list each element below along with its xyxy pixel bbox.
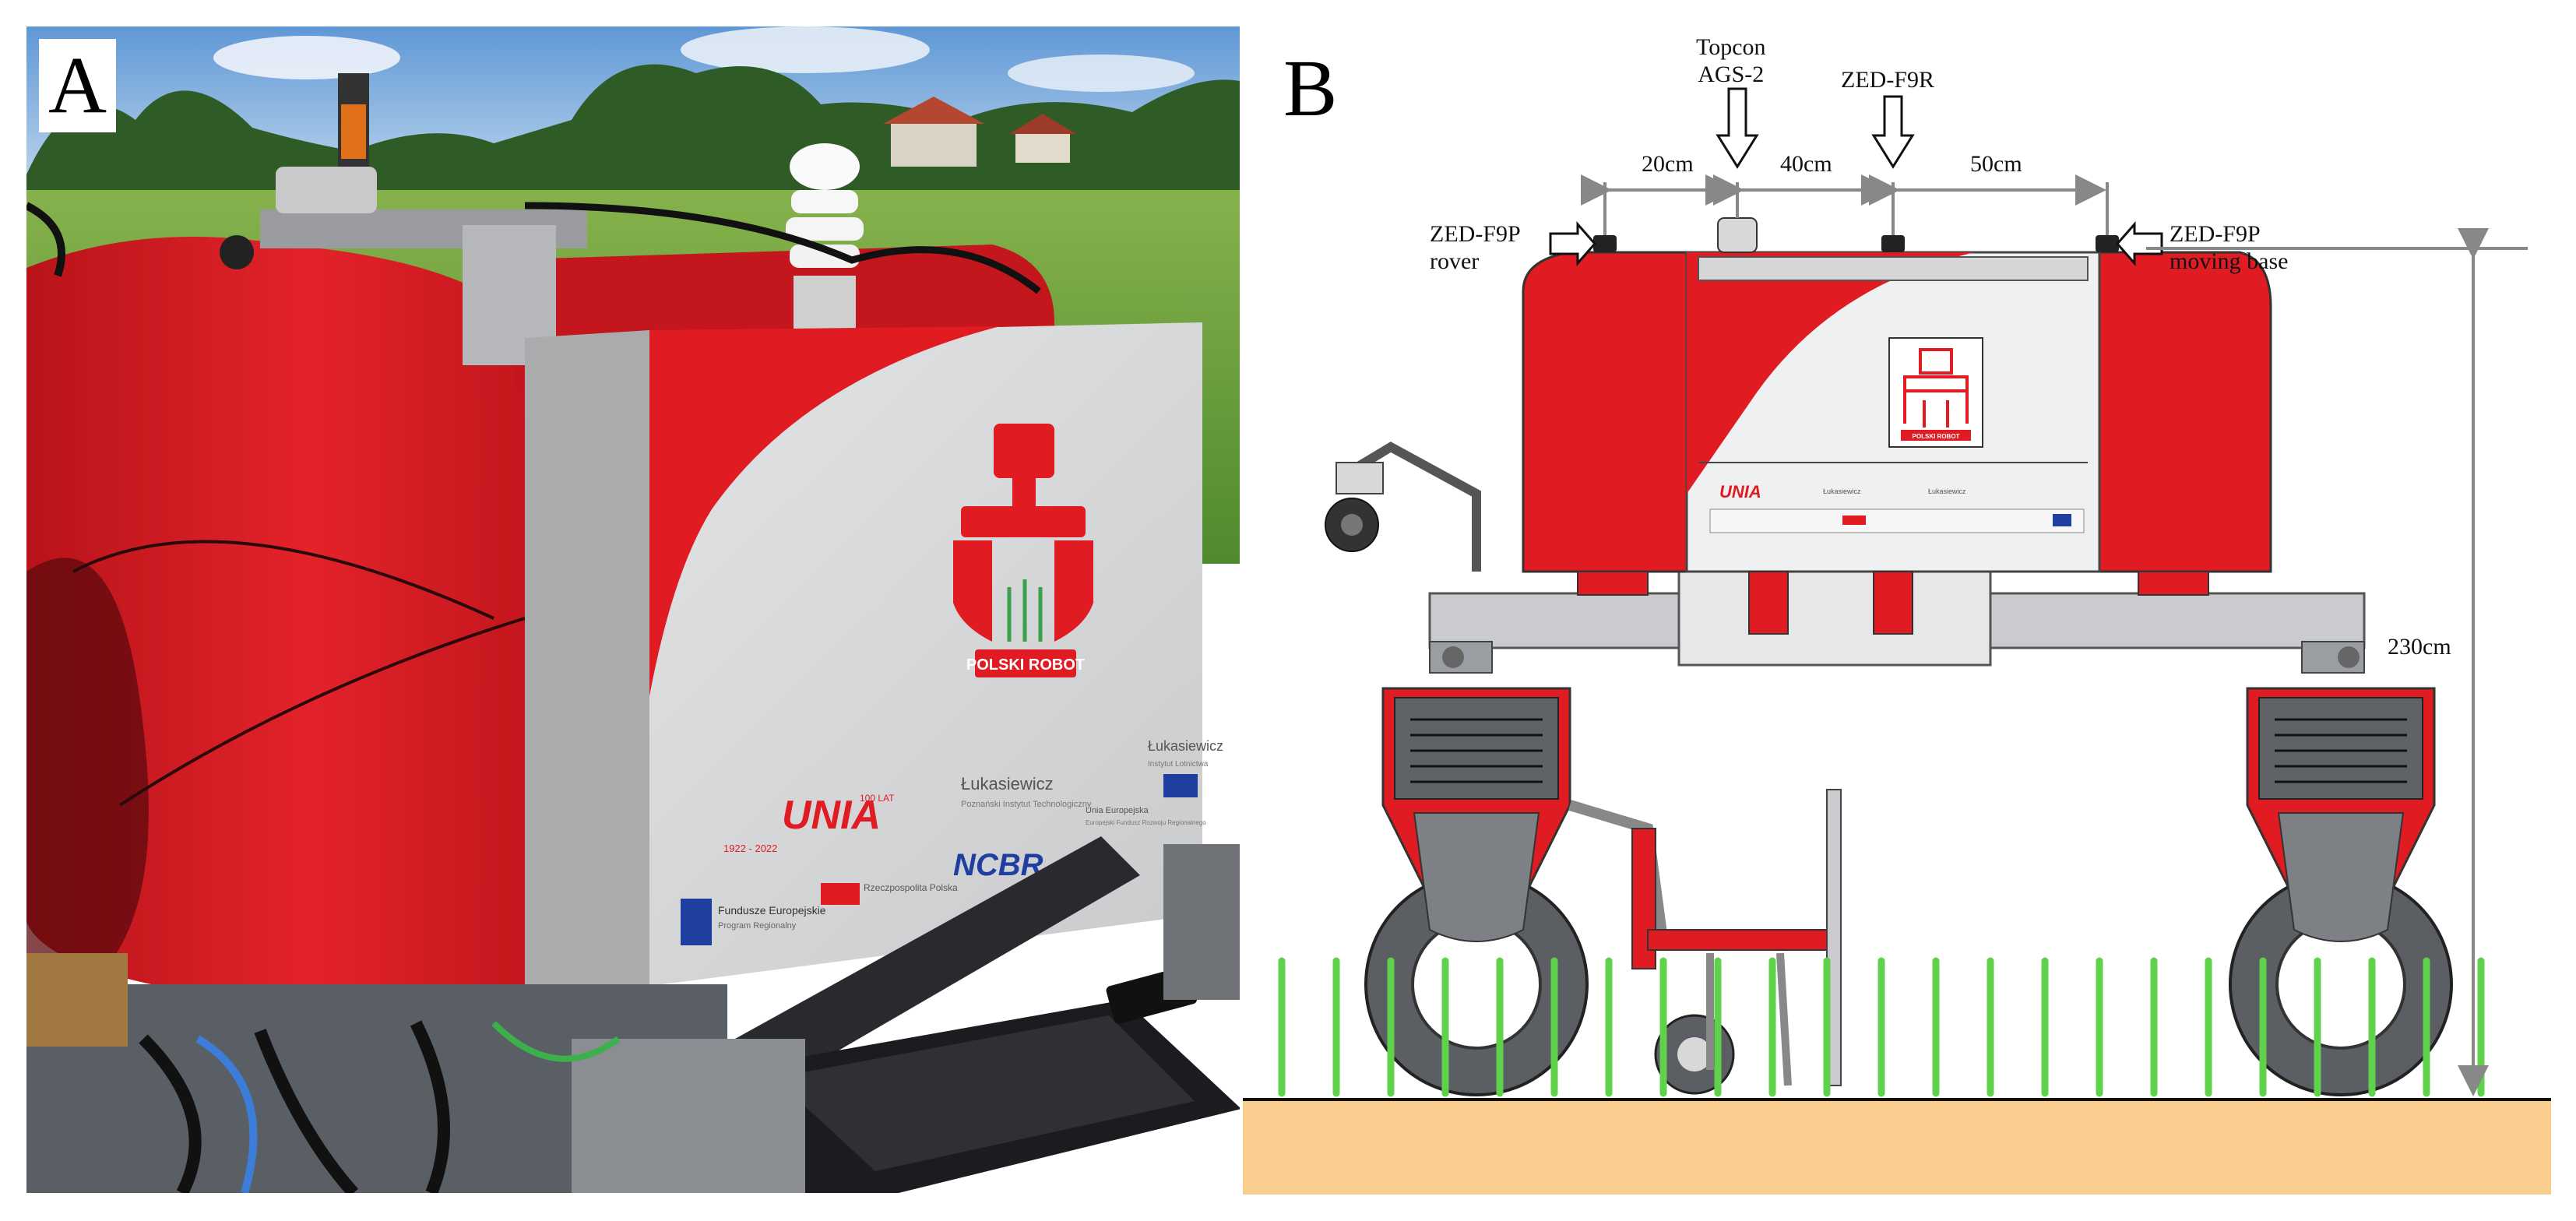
panel-label-b: B bbox=[1283, 44, 1338, 133]
moving-base-label-line1: ZED-F9P bbox=[2170, 221, 2261, 247]
dimension-40cm: 40cm bbox=[1780, 151, 1832, 177]
robot-photo: POLSKI ROBOT UNIA 100 LAT 1922 - 2022 Łu… bbox=[26, 26, 1240, 1193]
camera-mast bbox=[1325, 442, 1481, 572]
rover-label-line2: rover bbox=[1430, 248, 1480, 274]
unia-years-bottom: 1922 - 2022 bbox=[723, 843, 777, 854]
ncbr-logo: NCBR bbox=[953, 848, 1043, 882]
left-red-cover bbox=[1522, 251, 1704, 573]
robot-schematic-panel: POLSKI ROBOT UNIA Łukasiewicz Łukasiewic… bbox=[1243, 26, 2551, 1195]
pointer-arrows bbox=[1549, 87, 2163, 266]
robot-photo-panel: POLSKI ROBOT UNIA 100 LAT 1922 - 2022 Łu… bbox=[26, 26, 1240, 1193]
rover-label-line1: ZED-F9P bbox=[1430, 221, 1521, 247]
topcon-arrow-icon bbox=[1716, 87, 1759, 169]
polski-robot-text: POLSKI ROBOT bbox=[966, 656, 1085, 674]
rover-label: ZED-F9P rover bbox=[1430, 221, 1521, 275]
dimension-50cm: 50cm bbox=[1970, 151, 2022, 177]
base-antenna bbox=[2096, 235, 2119, 252]
top-dimension-lines bbox=[1581, 174, 2109, 235]
weeding-tool bbox=[1568, 789, 1842, 1095]
zed-f9r-label: ZED-F9R bbox=[1841, 67, 1934, 93]
base-arrow-icon bbox=[2116, 221, 2163, 266]
cabinet-logos: UNIA 100 LAT 1922 - 2022 Łukasiewicz Poz… bbox=[681, 738, 1223, 945]
unia-years-top: 100 LAT bbox=[860, 793, 895, 804]
crop-row bbox=[1278, 957, 2485, 1097]
lukasiewicz-logo-1: Łukasiewicz bbox=[961, 774, 1054, 793]
topcon-antenna bbox=[1717, 217, 1758, 253]
cabinet-logo-text: POLSKI ROBOT bbox=[1913, 433, 1960, 440]
lukasiewicz-logo-2-sub: Instytut Lotnictwa bbox=[1148, 760, 1209, 769]
dimension-20cm: 20cm bbox=[1642, 151, 1694, 177]
laptop bbox=[727, 836, 1240, 1193]
red-body-cover bbox=[26, 237, 540, 996]
topcon-label-line1: Topcon bbox=[1696, 34, 1766, 60]
right-red-cover bbox=[2098, 251, 2272, 573]
ue-logo: Unia Europejska bbox=[1086, 806, 1149, 815]
dimension-230cm: 230cm bbox=[2388, 634, 2451, 660]
moving-base-label-line2: moving base bbox=[2170, 248, 2289, 274]
ue-logo-sub: Europejski Fundusz Rozwoju Regionalnego bbox=[1086, 819, 1206, 826]
zed-f9r-arrow-icon bbox=[1871, 95, 1915, 169]
robot-schematic: POLSKI ROBOT UNIA Łukasiewicz Łukasiewic… bbox=[1243, 87, 2551, 1195]
eu-flag bbox=[1163, 774, 1198, 797]
lukasiewicz-logo-1-sub: Poznański Instytut Technologiczny bbox=[961, 800, 1092, 809]
rover-antenna bbox=[1593, 235, 1617, 252]
rp-logo: Rzeczpospolita Polska bbox=[864, 882, 958, 893]
fe-logo: Fundusze Europejskie bbox=[718, 904, 826, 917]
polski-robot-logo: POLSKI ROBOT bbox=[953, 424, 1093, 677]
lukasiewicz-logo-2: Łukasiewicz bbox=[1148, 738, 1223, 754]
height-dimension-line bbox=[2146, 228, 2528, 1096]
topcon-label-line2: AGS-2 bbox=[1698, 61, 1765, 87]
zed-f9r-antenna bbox=[1881, 235, 1905, 252]
rover-arrow-icon bbox=[1549, 221, 1596, 266]
cabinet-red-swoosh bbox=[649, 326, 1000, 696]
moving-base-label: ZED-F9P moving base bbox=[2170, 221, 2288, 275]
fe-logo-sub: Program Regionalny bbox=[718, 921, 797, 931]
cabinet-lukasiewicz-logo: Łukasiewicz bbox=[1823, 487, 1861, 495]
soil bbox=[1243, 1100, 2551, 1195]
topcon-label: Topcon AGS-2 bbox=[1696, 34, 1766, 88]
fe-logo-mark bbox=[681, 899, 712, 945]
gnss-antenna bbox=[276, 167, 377, 213]
panel-label-a: A bbox=[39, 39, 117, 132]
cabinet-unia-logo: UNIA bbox=[1719, 482, 1761, 501]
roof-antennas bbox=[1593, 217, 2119, 253]
unia-logo: UNIA bbox=[782, 793, 881, 838]
cabinet-lukasiewicz-logo-2: Łukasiewicz bbox=[1928, 487, 1966, 495]
